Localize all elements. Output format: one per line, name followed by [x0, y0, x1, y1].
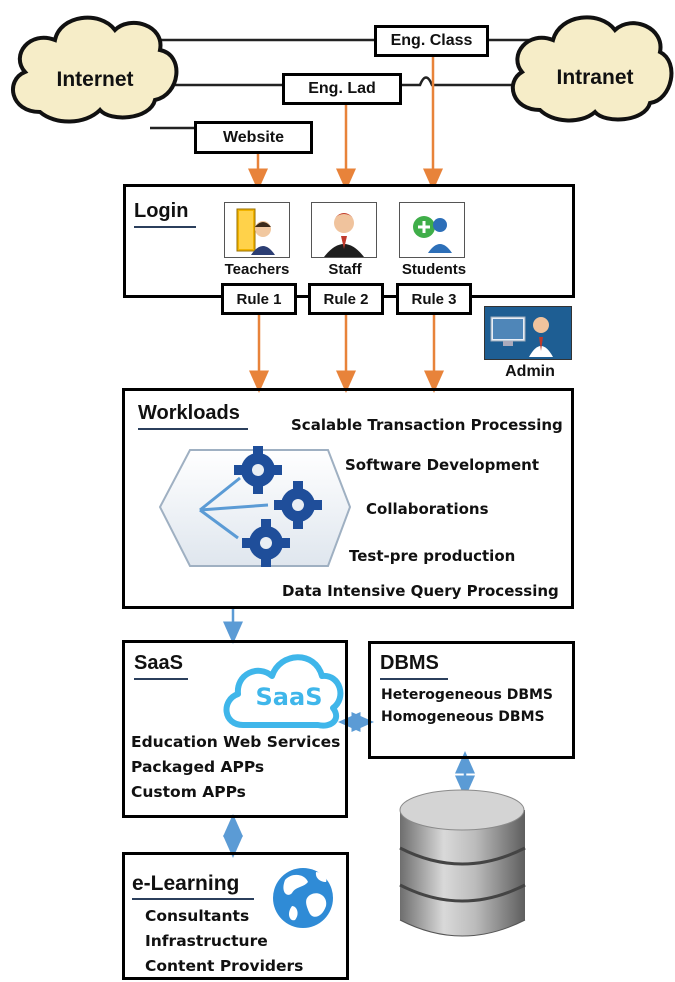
students-icon: [399, 202, 465, 258]
dbms-item: Heterogeneous DBMS: [381, 687, 553, 703]
orange-arrows: [248, 56, 444, 393]
workload-item: Scalable Transaction Processing: [291, 416, 563, 434]
elearning-panel: [122, 852, 349, 980]
dbms-underline: [380, 678, 448, 680]
rule-3-box: Rule 3: [396, 283, 472, 315]
workloads-title: Workloads: [138, 402, 240, 424]
saas-underline: [134, 678, 188, 680]
saas-item: Custom APPs: [131, 783, 246, 801]
database-icon: [399, 789, 526, 937]
saas-item: Education Web Services: [131, 733, 341, 751]
elearning-item: Infrastructure: [145, 932, 268, 950]
eng-lad-box: Eng. Lad: [282, 73, 402, 105]
login-underline: [134, 226, 196, 228]
rule-1-box: Rule 1: [221, 283, 297, 315]
login-title: Login: [134, 200, 189, 222]
workload-item: Data Intensive Query Processing: [282, 582, 559, 600]
role-teachers: Teachers: [224, 261, 290, 278]
eng-class-box: Eng. Class: [374, 25, 489, 57]
workload-item: Test-pre production: [349, 547, 516, 565]
saas-panel: [122, 640, 348, 818]
blue-arrows: [223, 609, 475, 858]
elearning-item: Content Providers: [145, 957, 304, 975]
workloads-underline: [138, 428, 248, 430]
teacher-icon: [224, 202, 290, 258]
saas-item: Packaged APPs: [131, 758, 265, 776]
dbms-item: Homogeneous DBMS: [381, 709, 545, 725]
staff-icon: [311, 202, 377, 258]
dbms-panel: [368, 641, 575, 759]
website-box: Website: [194, 121, 313, 154]
dbms-title: DBMS: [380, 652, 439, 674]
intranet-cloud-icon: [510, 15, 674, 123]
workloads-panel: [122, 388, 574, 609]
internet-cloud-icon: [11, 15, 179, 124]
role-students: Students: [401, 261, 467, 278]
workload-item: Collaborations: [366, 500, 489, 518]
globe-icon: [273, 868, 333, 928]
rule-2-box: Rule 2: [308, 283, 384, 315]
internet-label: Internet: [56, 68, 134, 91]
workload-item: Software Development: [345, 456, 539, 474]
elearning-title: e-Learning: [132, 872, 240, 895]
saas-title: SaaS: [134, 652, 183, 674]
saas-logo-text: SaaS: [255, 683, 323, 711]
gears-hexagon-icon: [158, 446, 352, 567]
role-staff: Staff: [328, 261, 362, 278]
saas-cloud-icon: [223, 654, 344, 729]
admin-label: Admin: [505, 363, 555, 380]
intranet-label: Intranet: [556, 66, 634, 89]
elearning-item: Consultants: [145, 907, 250, 925]
admin-icon: [484, 306, 572, 360]
elearning-underline: [132, 898, 254, 900]
